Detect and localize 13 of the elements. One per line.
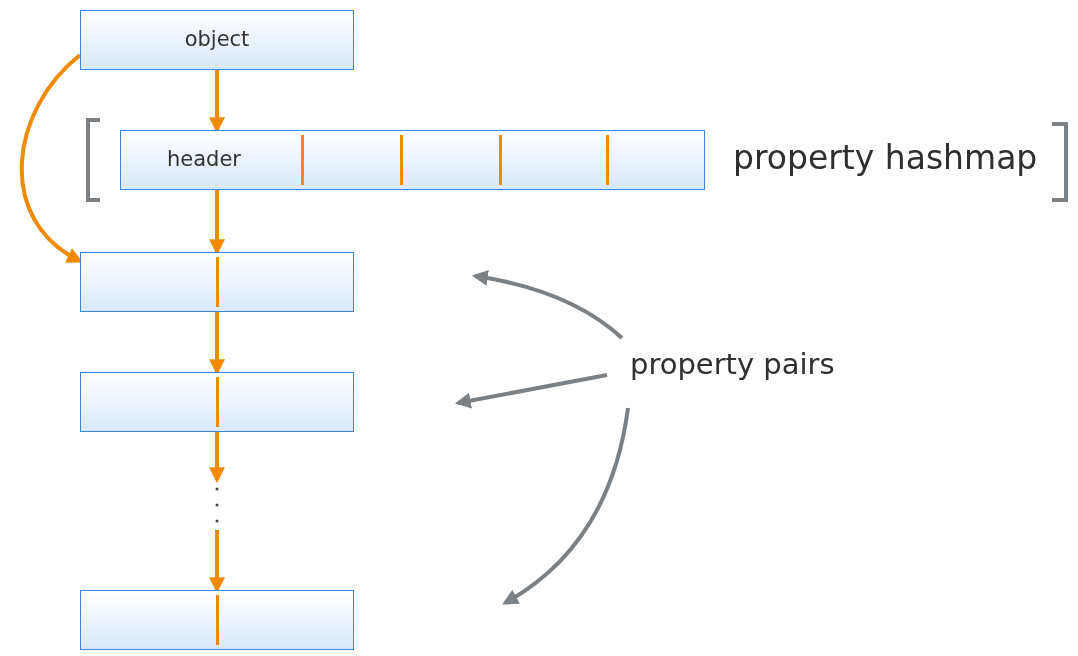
- object-box: [80, 10, 354, 70]
- arrow: [471, 270, 624, 340]
- group-label: property hashmap: [733, 138, 1038, 177]
- property-pair-box: [80, 252, 354, 312]
- callout-text: property pairs: [630, 347, 835, 381]
- box-label: header: [167, 147, 241, 171]
- property-pair-box: [80, 590, 354, 650]
- arrow: [454, 373, 608, 409]
- arrow: [502, 407, 630, 605]
- arrow: [209, 432, 225, 484]
- hashmap-header-bar: [120, 130, 705, 190]
- property-pair-box: [80, 372, 354, 432]
- box-label: object: [183, 27, 251, 51]
